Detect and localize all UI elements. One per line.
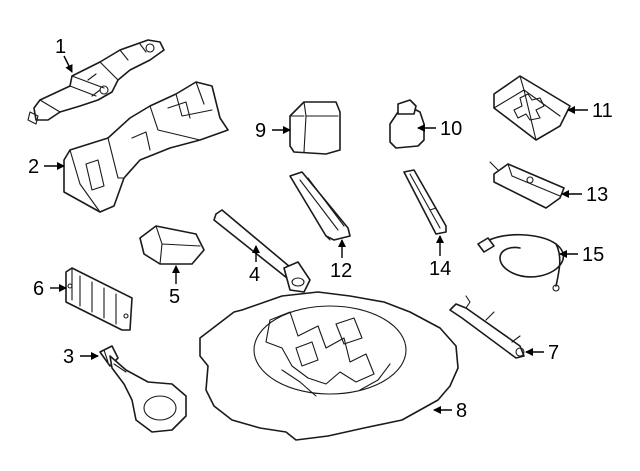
part-pump-rod: [449, 295, 525, 359]
callout-label-9: 9: [255, 120, 266, 142]
part-sealant-bottle: [389, 99, 425, 149]
part-storage-tray: [63, 81, 229, 213]
callout-1: 1: [55, 36, 73, 73]
callout-4: 4: [249, 245, 260, 286]
callout-label-6: 6: [33, 278, 44, 300]
callout-label-2: 2: [28, 156, 39, 178]
callout-11: 11: [567, 100, 613, 122]
callout-label-4: 4: [249, 264, 260, 286]
callout-label-10: 10: [440, 118, 462, 140]
part-bar: [403, 169, 447, 235]
part-foam-pad: [139, 225, 205, 265]
part-cable: [477, 233, 565, 292]
callout-15: 15: [559, 244, 604, 266]
part-strap: [289, 171, 351, 241]
callout-label-15: 15: [582, 244, 604, 266]
callout-10: 10: [417, 118, 462, 140]
callout-13: 13: [561, 184, 608, 206]
callout-2: 2: [28, 156, 65, 178]
callout-label-5: 5: [169, 286, 180, 308]
callout-label-11: 11: [592, 100, 613, 122]
callout-12: 12: [330, 239, 352, 282]
callout-label-14: 14: [429, 258, 451, 280]
part-bracket: [65, 267, 133, 331]
callout-8: 8: [433, 400, 467, 422]
callout-7: 7: [525, 342, 559, 364]
part-jack: [27, 39, 165, 125]
callout-label-7: 7: [548, 342, 559, 364]
part-module: [289, 101, 341, 155]
part-spare-tire-tray: [199, 291, 459, 441]
callout-14: 14: [429, 235, 451, 280]
part-wheel-wrench: [213, 209, 311, 293]
callout-5: 5: [169, 265, 180, 308]
callout-label-1: 1: [55, 36, 66, 58]
callout-label-3: 3: [63, 346, 74, 368]
callout-9: 9: [255, 120, 291, 142]
callout-label-12: 12: [330, 260, 352, 282]
part-tow-hook: [99, 345, 187, 433]
part-sensor: [489, 161, 565, 209]
callout-6: 6: [33, 278, 67, 300]
part-first-aid-kit: [493, 75, 571, 141]
callout-label-8: 8: [456, 400, 467, 422]
callout-label-13: 13: [586, 184, 608, 206]
callout-3: 3: [63, 346, 99, 368]
